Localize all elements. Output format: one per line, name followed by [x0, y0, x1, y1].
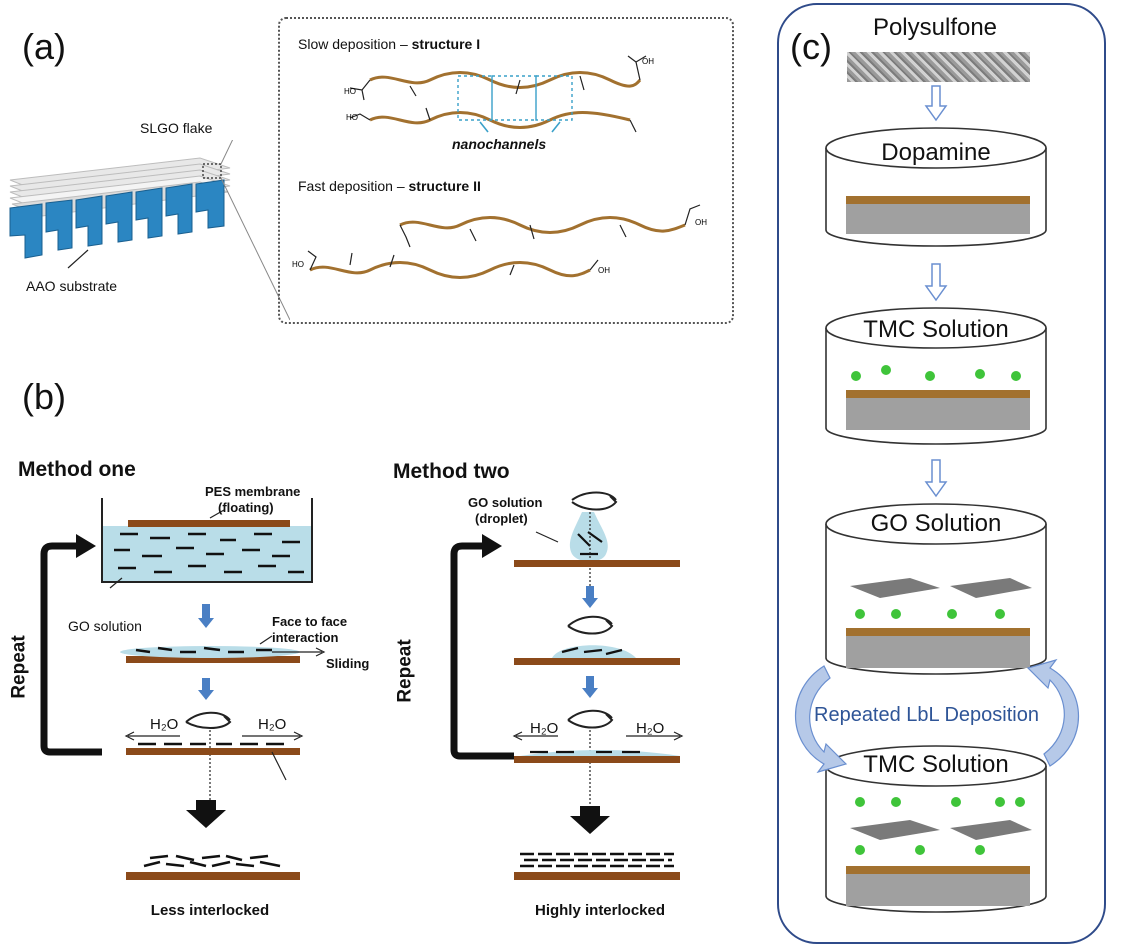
pes-membrane-label: PES membrane [205, 484, 301, 499]
panel-b-label: (b) [22, 376, 66, 417]
panel-c-frame [777, 3, 1106, 944]
nanochannels-label: nanochannels [452, 136, 547, 152]
down-arrow-2 [198, 678, 214, 700]
structure-i-diagram: HO OH HO [344, 55, 654, 133]
pes-floating-label: (floating) [218, 500, 274, 515]
down-arrow-1 [198, 604, 214, 628]
method-one-repeat-label: Repeat [8, 635, 30, 699]
repeated-lbl-deposition-label: Repeated LbL Deposition [814, 704, 1039, 726]
structure-ii-chain-bottom [309, 261, 591, 279]
method-one-h2o-left: H₂O [150, 716, 179, 733]
slgo-flake-label: SLGO flake [140, 120, 213, 136]
spin-rotation-icon [185, 711, 232, 729]
structure-i-text: structure I [411, 36, 481, 52]
repeat-arrow-m2 [450, 542, 514, 760]
structure-ii-diagram: OH OH HO [292, 204, 707, 279]
cycle-arrow-right [1026, 658, 1080, 767]
method-one-result-label: Less interlocked [150, 902, 270, 919]
structure-ii-text: structure II [408, 178, 481, 194]
aao-pillars [9, 179, 225, 259]
less-interlocked-stack [143, 854, 281, 868]
aao-substrate-label: AAO substrate [26, 278, 118, 294]
svg-text:OH: OH [598, 266, 610, 275]
step-dopamine-title: Dopamine [881, 139, 991, 166]
tmc-molecules-go [855, 609, 1005, 619]
down-arrow-m2-1 [582, 586, 598, 608]
spin-rotation-icon-2 [567, 615, 614, 635]
functional-groups-ii [307, 204, 701, 276]
svg-text:HO: HO [346, 113, 358, 122]
tmc-molecules-2 [855, 797, 1025, 855]
structure-i-chain-top [369, 71, 642, 89]
highly-interlocked-stack [520, 852, 674, 868]
go-flakes-sliding [135, 646, 272, 654]
nanochannel-boxes [457, 75, 573, 121]
zoom-region-marker [202, 163, 222, 179]
method-two-repeat-label: Repeat [394, 639, 416, 703]
step-tmc-solution-1-title: TMC Solution [863, 316, 1009, 343]
spin-rotation-icon-1 [571, 491, 618, 511]
panel-a-label: (a) [22, 26, 66, 67]
method-one-h2o-right: H₂O [258, 716, 287, 733]
method-one-diagram [40, 498, 326, 880]
go-flakes-in-bath [114, 532, 304, 574]
flow-arrows [924, 85, 948, 498]
step-go-solution-title: GO Solution [870, 510, 1002, 537]
svg-text:HO: HO [344, 87, 356, 96]
method-one-title: Method one [18, 458, 136, 481]
slow-deposition-title: Slow deposition – structure I [298, 36, 480, 52]
svg-text:OH: OH [695, 218, 707, 227]
fast-deposition-title: Fast deposition – structure II [298, 178, 481, 194]
method-two-diagram [450, 491, 684, 880]
oh-top-right: OH [642, 57, 654, 66]
step-polysulfone-title: Polysulfone [872, 14, 998, 41]
polysulfone-substrate [847, 52, 1030, 82]
panel-c-flow [794, 85, 1080, 913]
method-one-go-solution-label: GO solution [68, 618, 142, 634]
droplet-label: (droplet) [475, 511, 528, 526]
pes-membrane-floating [128, 520, 290, 527]
fast-deposition-text: Fast deposition – [298, 178, 409, 194]
method-two-h2o-right: H₂O [636, 720, 665, 737]
method-two-h2o-left: H₂O [530, 720, 559, 737]
bath-container [101, 498, 313, 583]
big-down-arrow [186, 800, 226, 828]
sliding-label: Sliding [326, 656, 370, 671]
go-droplet [569, 512, 608, 562]
slow-deposition-text: Slow deposition – [298, 36, 412, 52]
method-two-title: Method two [393, 460, 510, 483]
big-down-arrow-m2 [570, 806, 610, 834]
svg-text:HO: HO [292, 260, 304, 269]
structure-ii-chain-top [399, 216, 686, 234]
tmc-molecules-1 [851, 365, 1021, 381]
panel-c-label: (c) [790, 26, 832, 67]
interaction-label: interaction [272, 630, 339, 645]
repeat-arrow [40, 542, 102, 756]
down-arrow-m2-2 [582, 676, 598, 698]
cycle-arrow-left [794, 665, 848, 774]
structure-i-chain-bottom [369, 111, 631, 129]
spin-rotation-icon-3 [567, 709, 614, 729]
method-two-go-solution-label: GO solution [468, 495, 543, 510]
aao-membrane-illustration [9, 140, 290, 321]
step-tmc-solution-2-title: TMC Solution [863, 751, 1009, 778]
method-two-result-label: Highly interlocked [534, 902, 666, 919]
face-to-face-label: Face to face [272, 614, 348, 629]
zoom-detail-box [278, 17, 734, 324]
graphene-oxide-sheets [850, 578, 1032, 598]
functional-groups-i [349, 55, 647, 133]
